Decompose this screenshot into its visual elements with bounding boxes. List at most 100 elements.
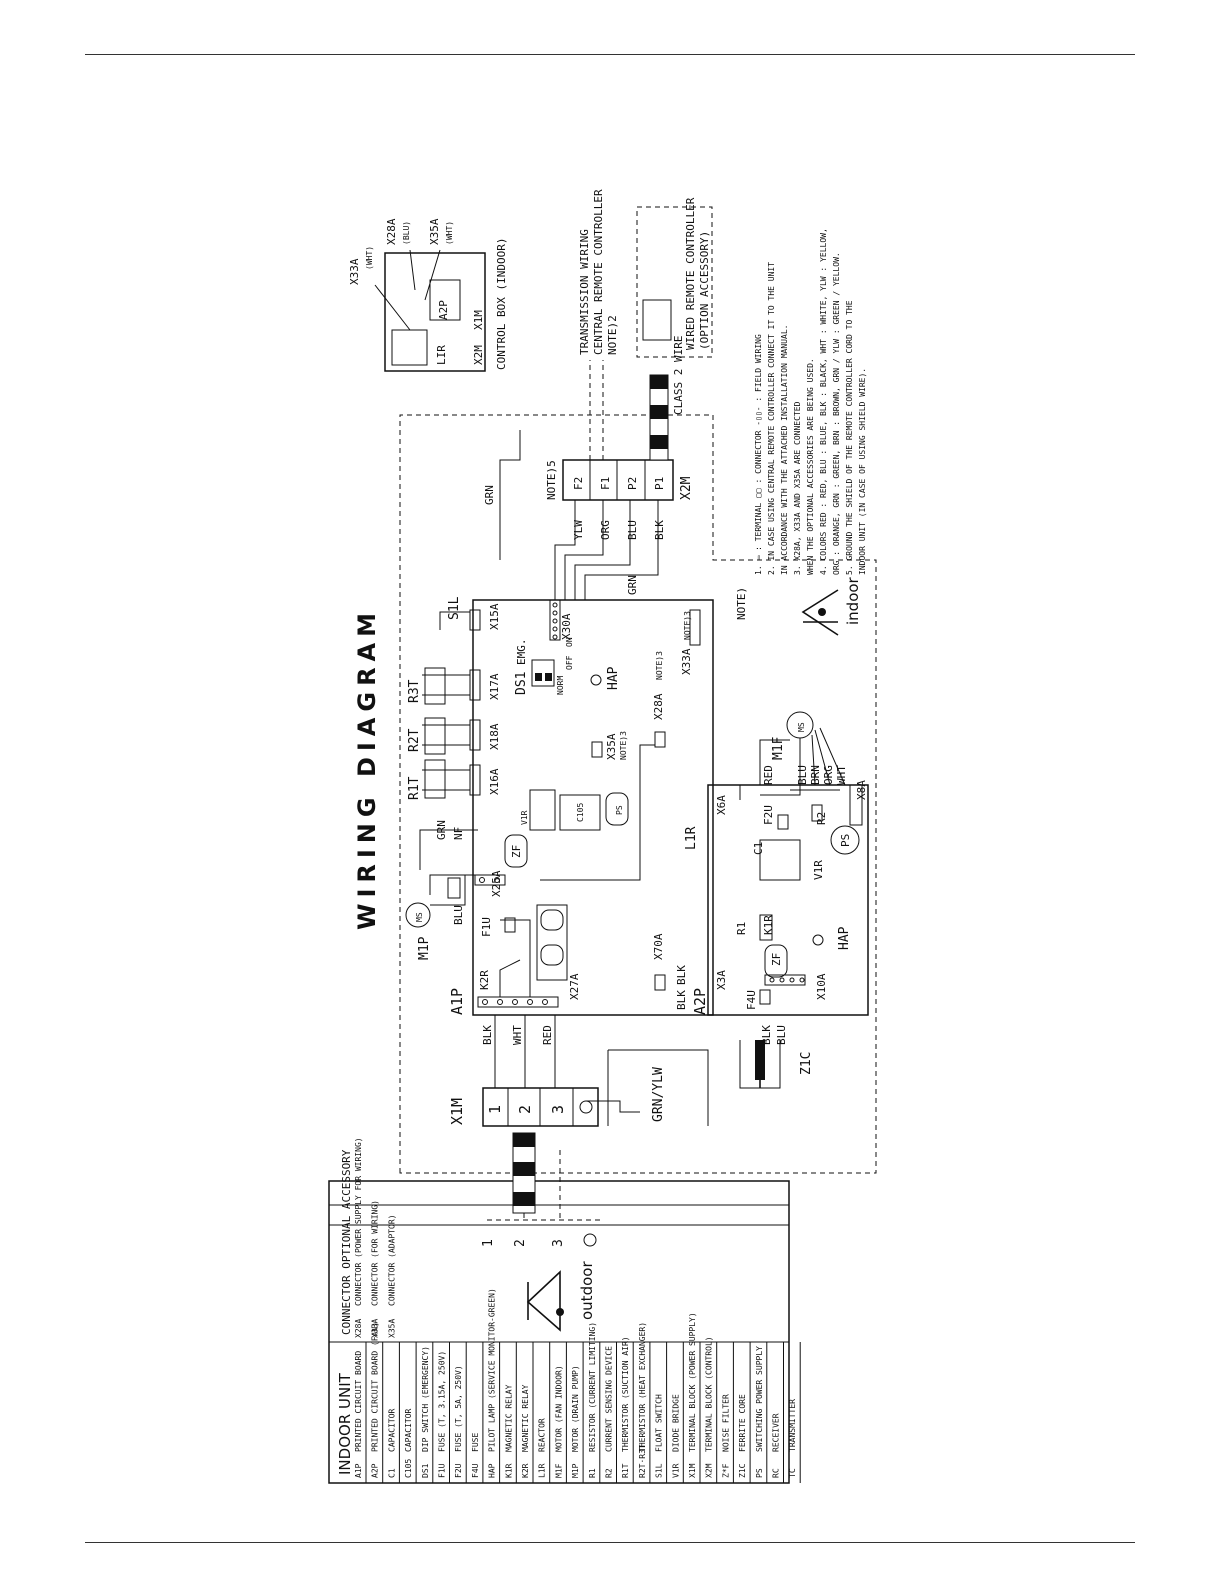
legend-desc: PRINTED CIRCUIT BOARD (FAN) <box>371 1322 380 1452</box>
x1m-t1: 1 <box>486 1105 504 1114</box>
ds1-off: OFF <box>565 655 574 670</box>
legend-code: PS <box>755 1468 764 1478</box>
legend-code: F4U <box>471 1463 480 1478</box>
ps-supply <box>830 825 860 855</box>
legend-header-connector: CONNECTOR OPTIONAL ACCESSORY <box>340 1149 353 1335</box>
legend-code: R2 <box>605 1468 614 1478</box>
legend-code: DS1 <box>421 1463 430 1478</box>
note-line: WHEN THE OPTIONAL ACCESSORIES ARE BEING … <box>806 358 815 575</box>
ctrlbox-lir: LIR <box>435 345 448 365</box>
legend-connector-code: X35A <box>387 1319 396 1338</box>
legend-desc: DIODE BRIDGE <box>671 1394 680 1452</box>
legend-desc: FLOAT SWITCH <box>655 1394 664 1452</box>
legend-header-unit: INDOOR UNIT <box>336 1372 354 1475</box>
r2t-label: R2T <box>407 728 422 752</box>
x2m-wire-ylw: YLW <box>572 520 585 540</box>
m1f-wire-wht: WHT <box>835 765 848 785</box>
legend-code: K1R <box>504 1463 513 1478</box>
legend-code: L1R <box>538 1463 547 1478</box>
note-line: INDOOR UNIT (IN CASE OF USING SHIELD WIR… <box>858 368 867 575</box>
outdoor-terminal-1: 1 <box>481 1239 496 1247</box>
legend-code: RC <box>772 1468 781 1478</box>
x33a-label: X33A <box>680 648 693 675</box>
noise-filters <box>536 904 568 981</box>
legend-desc: PILOT LAMP (SERVICE MONITOR-GREEN) <box>488 1288 497 1452</box>
ctrlbox-x28a: X28A <box>385 218 398 245</box>
legend-desc: MAGNETIC RELAY <box>521 1384 530 1452</box>
legend-code: F1U <box>438 1463 447 1478</box>
ds1-norm: NORM <box>556 676 565 695</box>
x10a-label: X10A <box>815 973 828 1000</box>
zf-a1p-label: ZF <box>510 845 523 858</box>
legend-code: R1 <box>588 1468 597 1478</box>
m1p-ms: MS <box>415 912 424 922</box>
legend-desc: PRINTED CIRCUIT BOARD <box>354 1351 363 1452</box>
x18a-label: X18A <box>488 723 501 750</box>
m1f-wire-brn: BRN <box>809 765 822 785</box>
legend-code: R1T <box>621 1463 630 1478</box>
z1c-wire-blu: BLU <box>775 1025 788 1045</box>
legend-code: R2T·R3T <box>638 1444 647 1478</box>
notes-head: NOTE) <box>735 587 748 620</box>
thermistor-r2t <box>422 717 470 755</box>
note-line: ORG : ORANGE, GRN : GREEN, BRN : BROWN, … <box>832 252 841 575</box>
legend-code: X2M <box>705 1463 714 1478</box>
v1r-a2p-label: V1R <box>812 860 825 880</box>
legend-desc: REACTOR <box>538 1418 547 1452</box>
ctrlbox-x33a-wht: (WHT) <box>365 246 374 270</box>
x1m-terminal-block: 1 2 3 <box>482 1087 599 1127</box>
legend-code: V1R <box>671 1463 680 1478</box>
r1t-label: R1T <box>407 776 422 800</box>
legend-code: F2U <box>454 1463 463 1478</box>
page-title: WIRING DIAGRAM <box>353 607 381 930</box>
x2m-terminal-block <box>562 459 674 501</box>
legend-desc: CAPACITOR <box>404 1408 413 1452</box>
z1c-wire-blk: BLK <box>760 1025 773 1045</box>
nf-wire-grn: GRN <box>435 820 448 840</box>
k2r-label: K2R <box>478 970 491 990</box>
legend-desc: RESISTOR (CURRENT LIMITING) <box>588 1322 597 1452</box>
x1m-t3: 3 <box>549 1105 567 1114</box>
ps-a1p-label: PS <box>615 805 624 815</box>
indoor-unit-boundary <box>399 414 877 1174</box>
r3t-label: R3T <box>407 679 422 703</box>
note-line: 5. GROUND THE SHIELD OF THE REMOTE CONTR… <box>845 300 854 575</box>
class2-label: CLASS 2 WIRE <box>672 336 685 415</box>
x2m-p1: P1 <box>653 477 666 490</box>
x2m-note5: NOTE)5 <box>545 460 558 500</box>
legend-code: Z*F <box>721 1463 730 1478</box>
x1m-label: X1M <box>448 1098 466 1125</box>
v1r-a1p-label: V1R <box>520 810 529 825</box>
power-wires <box>494 1015 781 1126</box>
header-rule <box>85 54 1135 55</box>
sensor-connectors <box>469 609 481 796</box>
legend-connector-code: X33A <box>371 1319 380 1338</box>
note-line: 2. IN CASE USING CENTRAL REMOTE CONTROLL… <box>767 262 776 575</box>
ds1-label: DS1 <box>514 672 529 695</box>
note-line: 3. X28A, X33A AND X35A ARE CONNECTED <box>793 401 802 575</box>
legend-desc: FUSE (T, 5A, 250V) <box>454 1365 463 1452</box>
outdoor-terminal-3: 3 <box>551 1239 566 1247</box>
x2m-f2: F2 <box>572 477 585 490</box>
transmission-label: TRANSMISSION WIRING <box>578 229 591 355</box>
legend-code: X1M <box>688 1463 697 1478</box>
outdoor-house-icon <box>526 1270 564 1332</box>
outdoor-terminal-2: 2 <box>513 1239 528 1247</box>
legend-desc: FUSE (T, 3.15A, 250V) <box>438 1351 447 1452</box>
nf-label: NF <box>452 827 465 840</box>
x70a-wire-blk-2: BLK <box>675 965 688 985</box>
x2m-wire-blk: BLK <box>653 520 666 540</box>
x70a-label: X70A <box>652 933 665 960</box>
shield-wire-grn: GRN <box>483 485 496 505</box>
x2m-wire-org: ORG <box>599 520 612 540</box>
outdoor-label: outdoor <box>578 1261 596 1320</box>
x3a-label: X3A <box>715 970 728 990</box>
legend-desc: THERMISTOR (HEAT EXCHANGER) <box>638 1322 647 1452</box>
legend-code: S1L <box>655 1463 664 1478</box>
legend-connector-desc: CONNECTOR (FOR WIRING) <box>371 1200 380 1306</box>
x15a-label: X15A <box>488 603 501 630</box>
f4u-label: F4U <box>745 990 758 1010</box>
legend-code: C1 <box>387 1468 396 1478</box>
